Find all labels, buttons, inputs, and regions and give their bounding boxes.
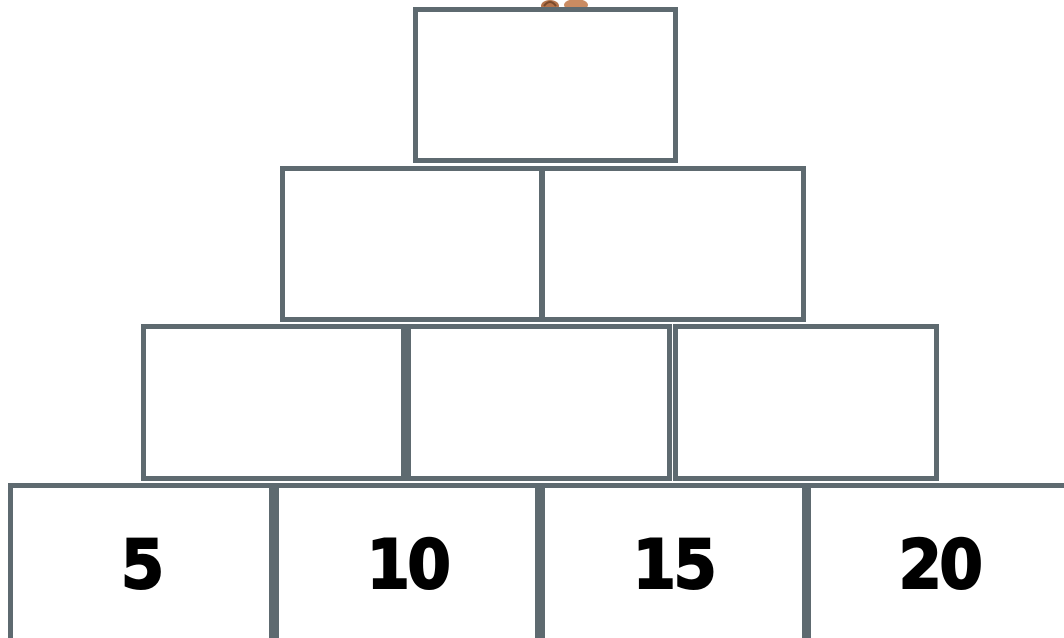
pyramid-brick-row3-middle[interactable] xyxy=(406,324,672,481)
pyramid-brick-row2-left[interactable] xyxy=(280,166,544,322)
pyramid-brick-base-4: 20 xyxy=(806,483,1064,638)
pyramid-brick-row3-left[interactable] xyxy=(141,324,406,481)
pyramid-brick-base-1: 5 xyxy=(8,483,274,638)
brick-value: 5 xyxy=(121,532,162,600)
brick-value: 15 xyxy=(633,532,715,600)
brick-value: 10 xyxy=(366,532,448,600)
pyramid-brick-row3-right[interactable] xyxy=(673,324,939,481)
pyramid-brick-base-3: 15 xyxy=(540,483,807,638)
pyramid-brick-row2-right[interactable] xyxy=(540,166,806,322)
brick-value: 20 xyxy=(898,532,980,600)
pyramid-brick-base-2: 10 xyxy=(274,483,540,638)
pyramid-brick-top[interactable] xyxy=(413,7,678,163)
